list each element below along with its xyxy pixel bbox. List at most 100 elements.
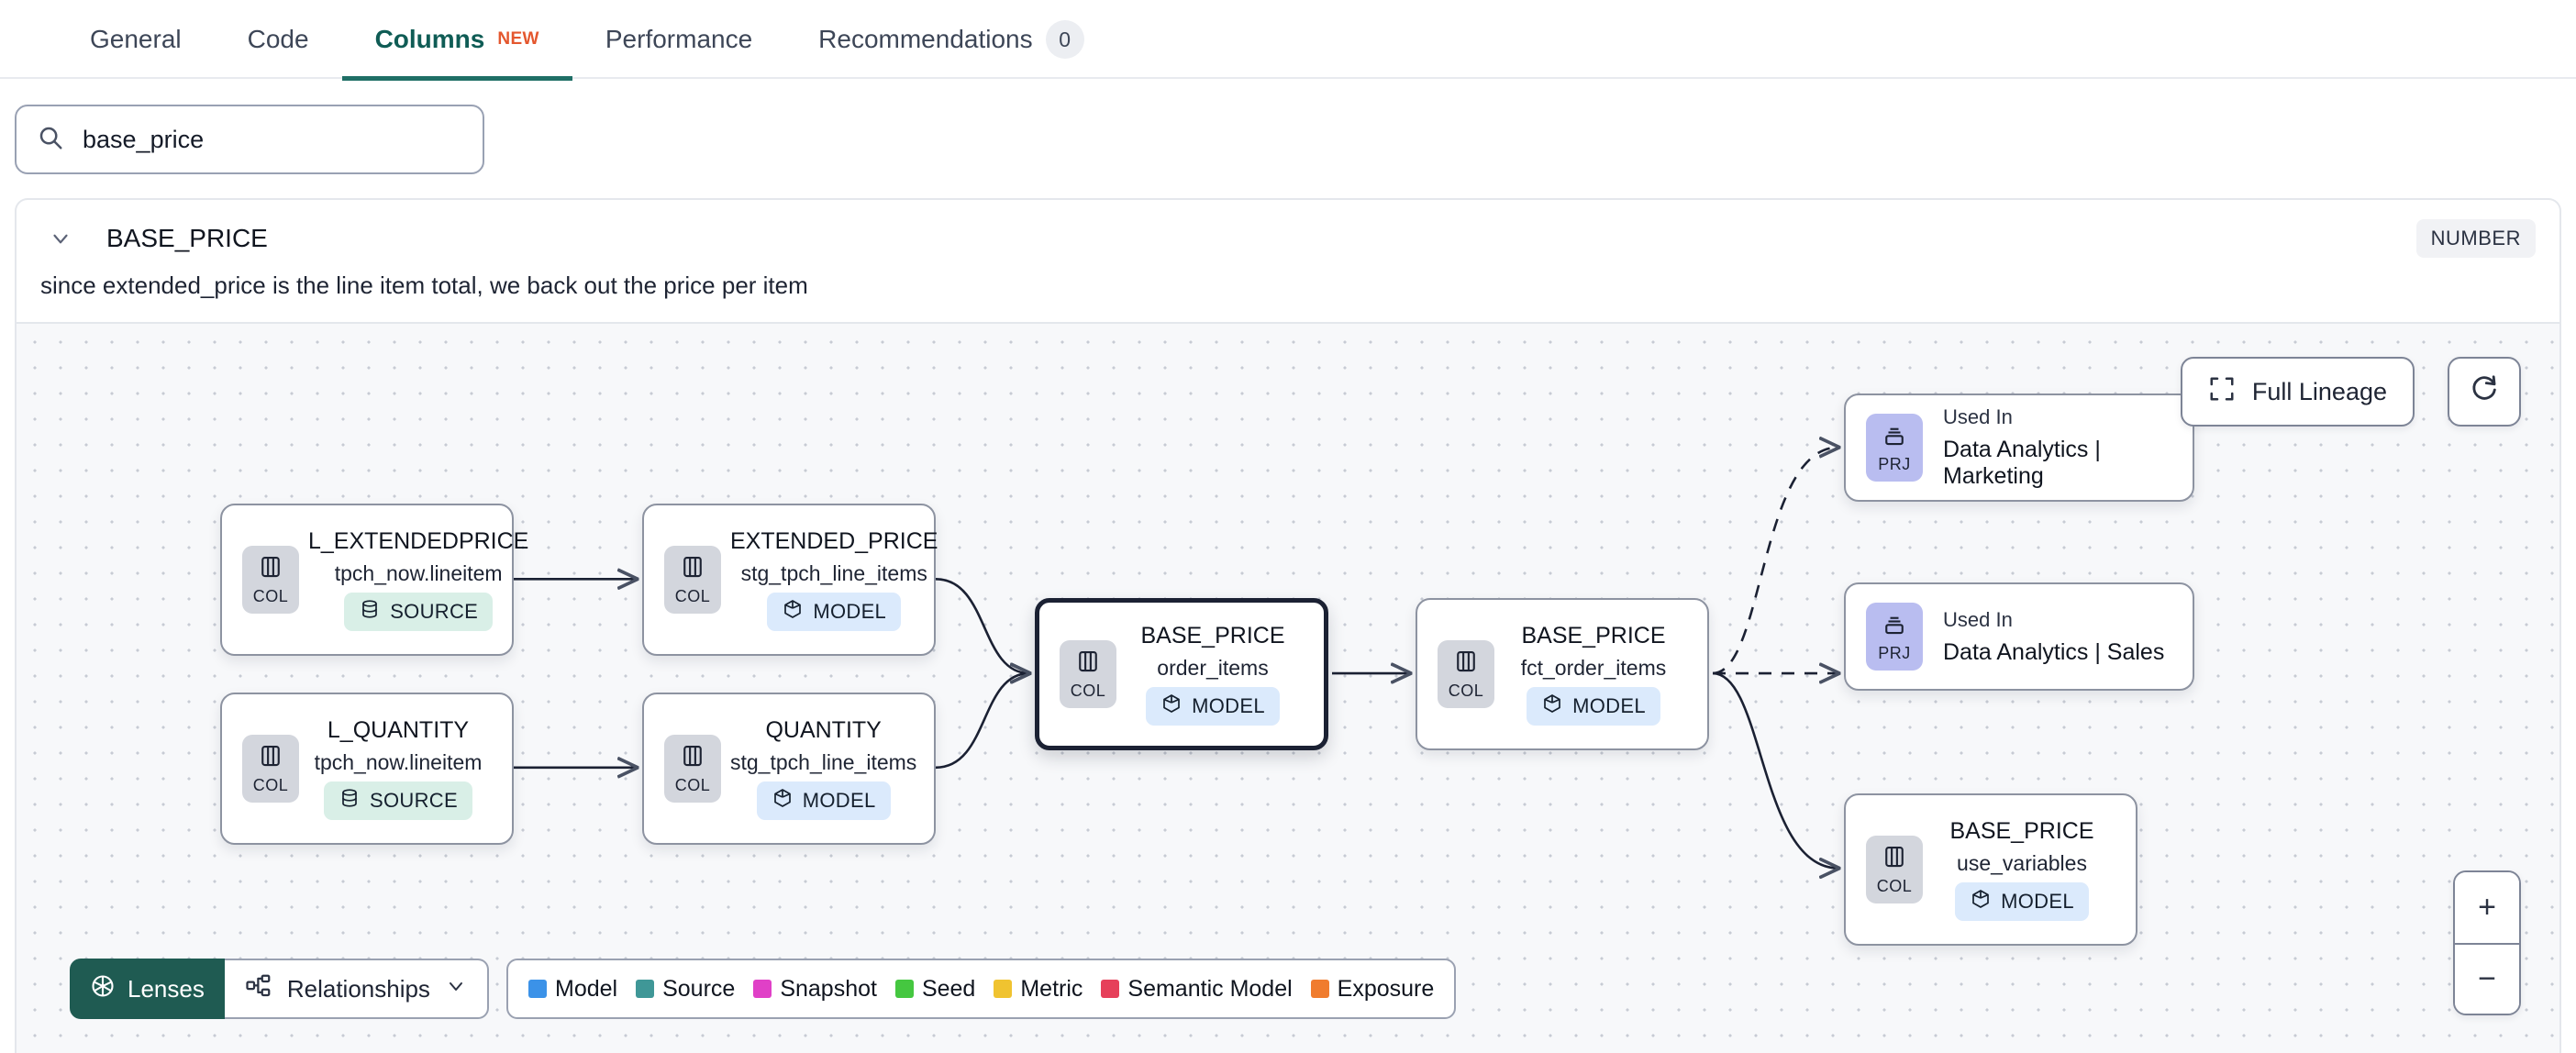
legend-swatch	[636, 980, 655, 998]
legend-label: Source	[662, 975, 736, 1002]
tab-label: Performance	[605, 25, 753, 53]
node-type-chip: SOURCE	[344, 593, 494, 631]
legend-label: Exposure	[1337, 975, 1435, 1002]
full-lineage-button[interactable]: Full Lineage	[2180, 357, 2415, 427]
refresh-button[interactable]	[2448, 357, 2521, 427]
chevron-down-icon[interactable]	[40, 218, 81, 259]
col-badge-label: COL	[252, 776, 289, 794]
project-stack-icon	[1881, 610, 1908, 642]
node-project-name: Data Analytics | Sales	[1943, 638, 2165, 665]
col-badge-label: COL	[674, 776, 711, 794]
page-title: BASE_PRICE	[106, 224, 268, 252]
search-area	[0, 79, 2576, 198]
relationships-dropdown[interactable]: Relationships	[224, 959, 489, 1019]
col-badge: COL	[242, 735, 299, 803]
legend-swatch	[1310, 980, 1329, 998]
node-parent-name: use_variables	[1957, 851, 2087, 875]
node-type-chip-label: MODEL	[1192, 694, 1265, 717]
column-description: since extended_price is the line item to…	[40, 272, 808, 299]
node-type-chip: SOURCE	[324, 781, 472, 820]
lenses-label: Lenses	[128, 974, 205, 1003]
node-column-name: L_QUANTITY	[327, 717, 470, 743]
node-type-chip-label: MODEL	[1572, 694, 1646, 717]
zoom-in-button[interactable]: +	[2455, 872, 2519, 943]
col-badge: COL	[664, 735, 721, 803]
node-type-chip-label: MODEL	[2001, 890, 2074, 913]
col-badge-label: COL	[1448, 682, 1484, 700]
refresh-icon	[2469, 374, 2500, 410]
full-lineage-label: Full Lineage	[2251, 377, 2387, 405]
node-parent-name: order_items	[1157, 656, 1269, 680]
prj-badge: PRJ	[1866, 414, 1923, 482]
lenses-button[interactable]: Lenses	[70, 959, 225, 1019]
node-type-chip-label: SOURCE	[390, 600, 479, 623]
node-column-name: QUANTITY	[765, 717, 882, 743]
node-type-chip-label: SOURCE	[370, 789, 458, 812]
search-icon	[37, 124, 64, 156]
zoom-controls[interactable]: + −	[2453, 870, 2521, 1015]
node-parent-name: stg_tpch_line_items	[730, 750, 917, 774]
cube-icon	[782, 598, 804, 626]
node-type-chip: MODEL	[1955, 882, 2089, 921]
legend-item-exposure: Exposure	[1310, 975, 1435, 1003]
col-badge-label: COL	[252, 587, 289, 605]
node-type-chip-label: MODEL	[802, 789, 876, 812]
cube-icon	[1541, 693, 1563, 720]
legend-swatch	[528, 980, 547, 998]
node-column-name: L_EXTENDEDPRICE	[308, 528, 529, 554]
node-parent-name: tpch_now.lineitem	[314, 750, 483, 774]
search-input[interactable]	[81, 124, 462, 155]
cube-icon	[1970, 888, 1992, 915]
search-box[interactable]	[15, 105, 484, 174]
cube-icon	[1160, 693, 1183, 720]
tab-general[interactable]: General	[57, 0, 215, 79]
tab-label: Recommendations	[818, 25, 1033, 53]
node-parent-name: stg_tpch_line_items	[740, 561, 927, 585]
node-column-name: EXTENDED_PRICE	[730, 528, 938, 554]
columns-icon	[679, 553, 706, 585]
legend-swatch	[1101, 980, 1120, 998]
node-parent-name: fct_order_items	[1520, 656, 1667, 680]
node-type-chip-label: MODEL	[813, 600, 887, 623]
col-badge-label: COL	[674, 587, 711, 605]
legend-label: Seed	[921, 975, 976, 1002]
node-parent-name: tpch_now.lineitem	[334, 561, 503, 585]
legend-item-source: Source	[636, 976, 735, 1003]
tab-label: General	[90, 25, 182, 53]
lenses-group: Lenses Relationships	[70, 959, 489, 1019]
node-column-name: BASE_PRICE	[1521, 623, 1666, 648]
tab-label: Columns	[374, 25, 485, 53]
node-type-chip: MODEL	[1146, 687, 1280, 726]
relationships-label: Relationships	[286, 974, 430, 1003]
zoom-out-button[interactable]: −	[2455, 943, 2519, 1014]
tab-performance[interactable]: Performance	[572, 0, 785, 79]
legend-item-metric: Metric	[994, 976, 1083, 1003]
node-used-in-label: Used In	[1943, 607, 2013, 631]
legend-label: Semantic Model	[1127, 975, 1293, 1002]
column-type-badge: NUMBER	[2415, 219, 2536, 258]
tab-code[interactable]: Code	[215, 0, 342, 79]
project-stack-icon	[1881, 421, 1908, 453]
node-used-in-label: Used In	[1943, 405, 2013, 428]
database-icon	[339, 787, 361, 815]
legend-label: Metric	[1020, 975, 1083, 1002]
